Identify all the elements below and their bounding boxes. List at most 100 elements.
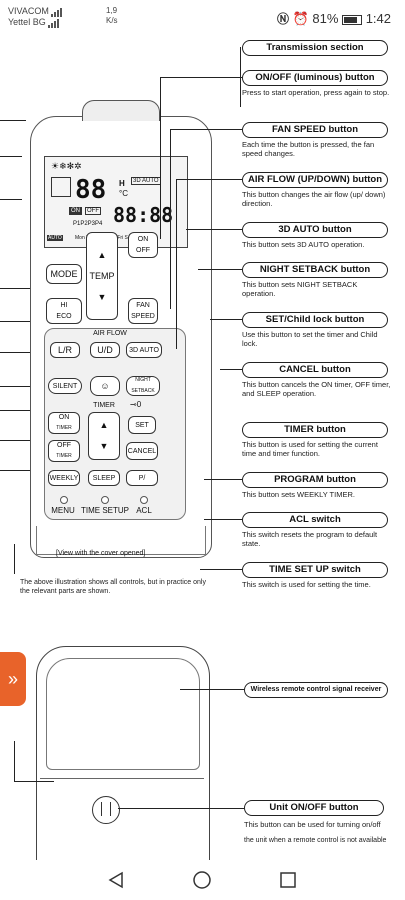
lcd-off: OFF [85,207,101,215]
leader-line [0,199,22,200]
weekly-button[interactable]: WEEKLY [48,470,80,486]
leader-line [0,120,26,121]
leader-line [0,386,48,387]
leader-line [186,229,242,230]
back-icon[interactable] [106,870,126,890]
unit-front-panel [46,658,200,770]
lcd-auto: AUTO [47,235,63,241]
callout-acl: ACL switch [242,512,388,528]
leader-line [160,77,161,239]
lcd-on: ON [69,207,82,215]
mode-button[interactable]: MODE [46,264,82,284]
set-button[interactable]: SET [128,416,156,434]
time-setup-switch[interactable] [101,496,109,504]
carrier-1: VIVACOM [8,6,49,16]
alarm-icon: ⏰ [292,11,309,26]
leader-line [14,741,15,781]
leader-line [220,369,242,370]
desc-timer: This button is used for setting the curr… [242,440,378,458]
leader-line [14,544,15,574]
desc-program: This button sets WEEKLY TIMER. [242,490,355,499]
time-setup-label: TIME SETUP [80,506,129,515]
leader-line [210,319,242,320]
callout-air-flow: AIR FLOW (UP/DOWN) button [242,172,388,188]
navigation-bar [0,860,405,900]
child-icon-button[interactable]: ☺ [90,376,120,396]
callout-night-setback: NIGHT SETBACK button [242,262,388,278]
menu-label: MENU [51,506,75,515]
leader-line [204,479,242,480]
network-speed: 1,9 K/s [106,6,118,25]
timer-label: TIMER [93,402,115,409]
acl-switch[interactable] [140,496,148,504]
leader-line [200,569,242,570]
lr-button[interactable]: L/R [50,342,80,358]
unit-onoff-button[interactable] [92,796,120,824]
leader-line [198,269,242,270]
key-icon: ⊸0 [130,400,142,409]
desc-night-setback: This button sets NIGHT SETBACK operation… [242,280,358,298]
down-arrow-icon: ▼ [99,441,109,451]
callout-onoff: ON/OFF (luminous) button [242,70,388,86]
leader-line [0,410,48,411]
leader-line [0,288,48,289]
caption: [View with the cover opened] [56,550,146,557]
callout-transmission: Transmission section [242,40,388,56]
lcd-h: H [119,179,125,188]
leader-line [176,179,177,349]
nfc-icon: Ⓝ [276,12,289,26]
transmitter-window [82,100,160,121]
desc-air-flow: This button changes the air flow (up/ do… [242,190,386,208]
program-button[interactable]: P/ [126,470,158,486]
callout-receiver: Wireless remote control signal receiver [244,682,388,698]
recents-icon[interactable] [278,870,298,890]
callout-program: PROGRAM button [242,472,388,488]
leader-line [0,321,48,322]
manual-page[interactable]: ☀❄✻✲ 88 H °C 3D AUTO ON OFF 88:88 P1P2P3… [0,36,405,860]
3d-auto-button[interactable]: 3D AUTO [126,342,162,358]
cancel-button[interactable]: CANCEL [126,442,158,460]
fan-icon [51,177,71,197]
callout-unit-onoff: Unit ON/OFF button [244,800,384,816]
leader-line [0,440,48,441]
timer-updown-button[interactable]: ▲▼ [88,412,120,460]
signal-icon [50,8,65,17]
signal-icon [47,19,62,28]
battery-icon [342,14,363,25]
lcd-3d-auto: 3D AUTO [131,177,161,185]
desc-cancel: This button cancels the ON timer, OFF ti… [242,380,391,398]
leader-line [0,470,40,471]
desc-time-setup: This switch is used for setting the time… [242,580,371,589]
desc-acl: This switch resets the program to defaul… [242,530,378,548]
silent-button[interactable]: SILENT [48,378,82,394]
sleep-button[interactable]: SLEEP [88,470,120,486]
status-right: Ⓝ ⏰ 81% 1:42 [277,10,391,27]
footnote: The above illustration shows all control… [20,579,206,595]
clock: 1:42 [365,11,391,26]
status-bar: VIVACOM Yettel BG 1,9 K/s Ⓝ ⏰ 81% 1:42 [0,0,405,36]
home-icon[interactable] [192,870,212,890]
acl-label: ACL [136,506,152,515]
lcd-temp-digits: 88 [75,175,107,205]
desc-set: Use this button to set the timer and Chi… [242,330,378,348]
lcd-celsius: °C [119,189,128,198]
face-icon: ☺ [100,380,110,391]
desc-unit-onoff-1: This button can be used for turning on/o… [244,820,381,829]
leader-line [0,352,48,353]
lcd-icons: ☀❄✻✲ [51,161,82,171]
callout-set: SET/Child lock button [242,312,388,328]
leader-line [0,156,22,157]
desc-unit-onoff-2: the unit when a remote control is not av… [244,837,387,844]
callout-3d-auto: 3D AUTO button [242,222,388,238]
ud-button[interactable]: U/D [90,342,120,358]
menu-switch[interactable] [60,496,68,504]
side-expand-tab[interactable]: » [0,652,26,706]
temp-button[interactable]: ▲ TEMP ▼ [86,232,118,320]
up-arrow-icon: ▲ [97,249,107,260]
